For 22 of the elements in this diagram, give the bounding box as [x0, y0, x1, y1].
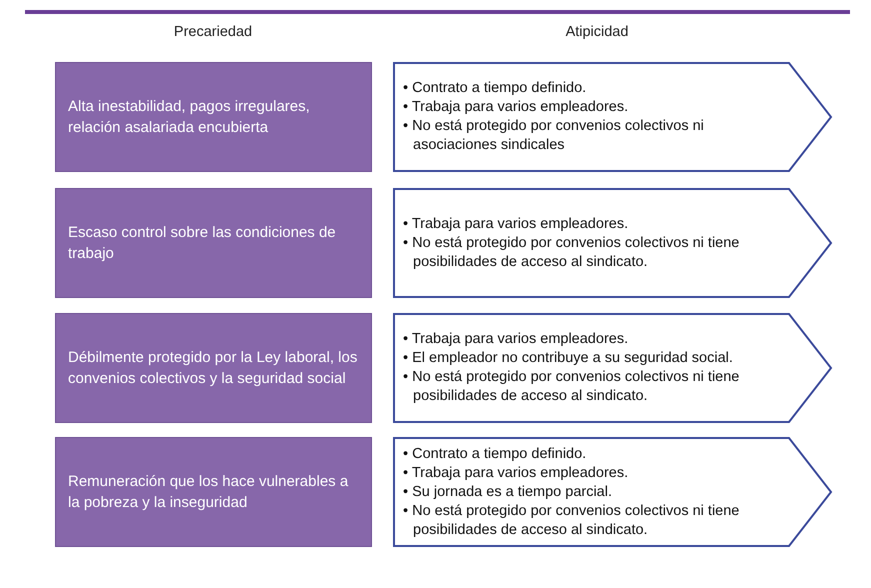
- bullet-item: • No está protegido por convenios colectivos ni tiene posibilidades de acceso al sindicato.: [403, 368, 740, 406]
- category-box: [55, 62, 372, 172]
- category-box: [55, 188, 372, 298]
- bullet-item: • Contrato a tiempo definido.: [403, 444, 588, 464]
- category-box: [55, 437, 372, 547]
- category-text: Remuneración que los hace vulnerables a la pobreza y la inseguridad: [68, 472, 350, 513]
- bullet-item: • El empleador no contribuye a su seguridad social.: [403, 349, 734, 368]
- column-heading: Atipicidad: [564, 24, 630, 40]
- bullet-item: • No está protegido por convenios colectivos ni tiene posibilidades de acceso al sindicato.: [403, 502, 740, 540]
- bullet-item: • Contrato a tiempo definido.: [403, 79, 588, 98]
- bullet-item: • Trabaja para varios empleadores.: [403, 464, 630, 482]
- bullet-item: • Trabaja para varios empleadores.: [403, 98, 630, 117]
- category-text: Débilmente protegido por la Ley laboral, los convenios colectivos y la seguridad social: [68, 348, 358, 389]
- bullet-item: • Trabaja para varios empleadores.: [403, 214, 630, 234]
- category-text: Escaso control sobre las condiciones de trabajo: [68, 223, 337, 264]
- column-heading: Precariedad: [172, 24, 254, 40]
- category-box: [55, 313, 372, 423]
- bullet-item: • No está protegido por convenios colectivos ni tiene posibilidades de acceso al sindicato.: [403, 234, 740, 272]
- bullet-item: • Trabaja para varios empleadores.: [403, 330, 630, 349]
- category-text: Alta inestabilidad, pagos irregulares, relación asalariada encubierta: [68, 97, 311, 138]
- bullet-item: • Su jornada es a tiempo parcial.: [403, 482, 613, 502]
- bullet-item: • No está protegido por convenios colectivos ni asociaciones sindicales: [403, 117, 705, 155]
